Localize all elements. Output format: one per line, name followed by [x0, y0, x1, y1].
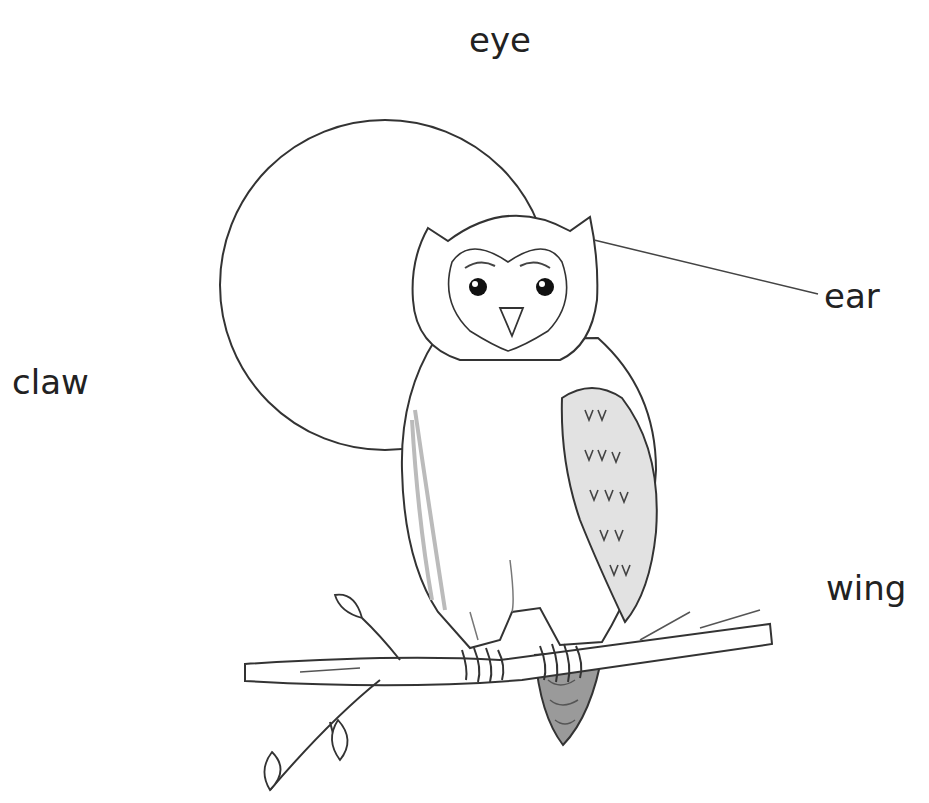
owl-wing	[562, 388, 657, 622]
owl-claw	[462, 648, 503, 682]
branch	[245, 624, 772, 685]
part-label: wing	[826, 568, 906, 609]
part-label: claw	[12, 362, 89, 403]
owl-body	[402, 338, 656, 648]
owl-beak	[500, 308, 523, 336]
owl-head	[413, 216, 598, 360]
owl-face	[449, 249, 567, 351]
leader-line	[594, 240, 818, 294]
part-label: ear	[824, 276, 880, 317]
owl-eye	[469, 278, 487, 296]
owl-eye	[536, 278, 554, 296]
owl-claw	[540, 644, 581, 682]
part-label: eye	[469, 20, 531, 61]
